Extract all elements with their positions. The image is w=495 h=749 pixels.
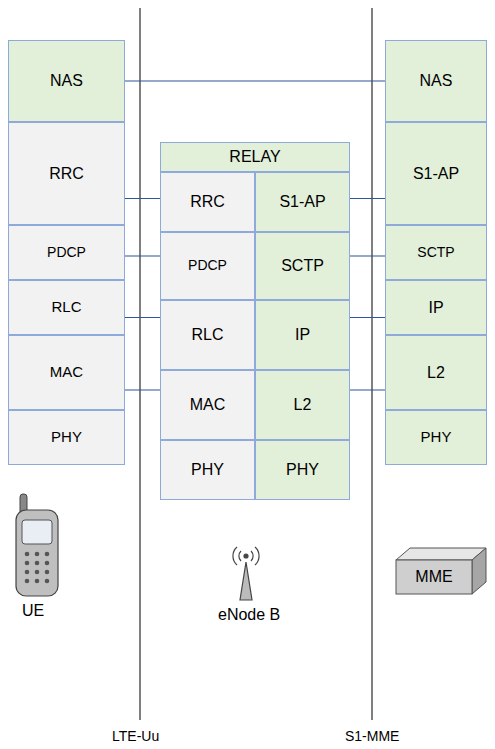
peer-link — [350, 255, 385, 256]
protocol-layer: SCTP — [255, 232, 350, 300]
protocol-layer: L2 — [385, 335, 487, 410]
layer-name: MAC — [50, 364, 83, 381]
protocol-layer: L2 — [255, 370, 350, 440]
layer-name: SCTP — [417, 245, 454, 260]
protocol-layer: SCTP — [385, 225, 487, 280]
layer-name: PDCP — [188, 258, 227, 273]
layer-name: PHY — [286, 461, 319, 479]
layer-name: RELAY — [229, 148, 280, 166]
protocol-layer: IP — [385, 280, 487, 335]
peer-link — [125, 317, 160, 318]
peer-link — [125, 198, 160, 199]
antenna-icon — [233, 547, 259, 600]
layer-name: S1-AP — [413, 165, 459, 183]
protocol-layer: PDCP — [160, 232, 255, 300]
protocol-layer: PHY — [8, 410, 125, 465]
interface-label: S1-MME — [345, 728, 399, 744]
interface-line — [140, 8, 141, 720]
peer-link — [125, 389, 160, 390]
layer-name: PDCP — [47, 245, 86, 260]
layer-name: RRC — [190, 193, 225, 211]
device-label: UE — [22, 602, 44, 620]
protocol-layer: S1-AP — [255, 172, 350, 232]
layer-name: RRC — [49, 165, 84, 183]
protocol-layer: NAS — [8, 40, 125, 122]
layer-name: MME — [415, 568, 452, 586]
layer-name: PHY — [51, 429, 82, 446]
layer-name: NAS — [50, 72, 83, 90]
protocol-layer: RLC — [160, 300, 255, 370]
layer-name: PHY — [191, 461, 224, 479]
phone-icon — [16, 494, 58, 596]
protocol-layer: RLC — [8, 280, 125, 335]
peer-link — [350, 198, 385, 199]
layer-name: L2 — [427, 364, 445, 382]
device-label: eNode B — [218, 606, 280, 624]
interface-line — [372, 8, 373, 720]
protocol-layer: RRC — [8, 122, 125, 225]
layer-name: PHY — [421, 429, 452, 446]
layer-name: IP — [428, 299, 443, 317]
layer-name: SCTP — [281, 257, 324, 275]
layer-name: RLC — [51, 299, 81, 316]
peer-link — [125, 255, 160, 256]
layer-name: IP — [295, 326, 310, 344]
layer-name: NAS — [420, 72, 453, 90]
protocol-layer: PDCP — [8, 225, 125, 280]
layer-name: S1-AP — [279, 193, 325, 211]
protocol-layer: S1-AP — [385, 122, 487, 225]
protocol-layer: NAS — [385, 40, 487, 122]
protocol-layer: PHY — [255, 440, 350, 500]
protocol-layer: RRC — [160, 172, 255, 232]
protocol-layer: PHY — [160, 440, 255, 500]
protocol-layer: RELAY — [160, 142, 350, 172]
layer-name: MAC — [190, 396, 226, 414]
interface-label: LTE-Uu — [112, 728, 159, 744]
peer-link — [350, 389, 385, 390]
peer-link — [350, 317, 385, 318]
layer-name: RLC — [191, 326, 223, 344]
peer-link — [125, 80, 385, 81]
layer-name: L2 — [294, 396, 312, 414]
protocol-layer: MAC — [8, 335, 125, 410]
protocol-layer: IP — [255, 300, 350, 370]
protocol-layer: MAC — [160, 370, 255, 440]
protocol-layer: PHY — [385, 410, 487, 465]
server-box: MME — [396, 560, 472, 594]
